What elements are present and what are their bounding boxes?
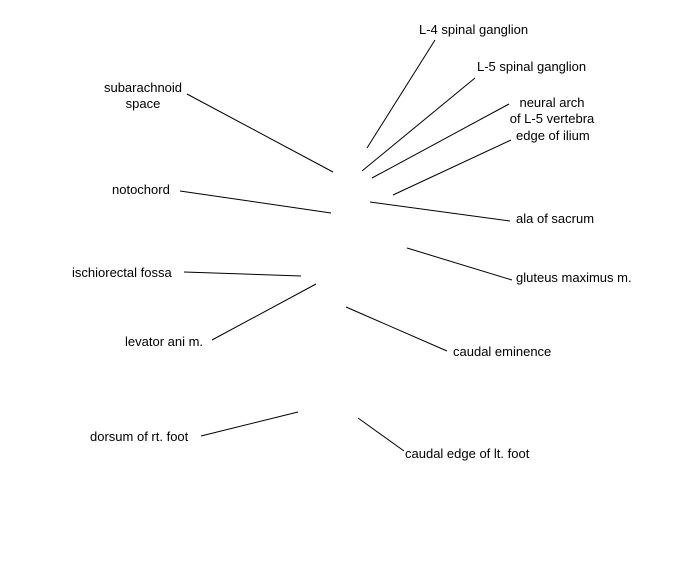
label-subarachnoid-space: subarachnoid space	[103, 80, 183, 111]
leader-l5-spinal-ganglion	[361, 77, 476, 172]
leader-l4-spinal-ganglion	[366, 39, 436, 149]
leader-gluteus-maximus	[406, 247, 513, 281]
leader-levator-ani	[211, 283, 317, 341]
label-notochord: notochord	[112, 182, 170, 197]
leader-ala-of-sacrum	[369, 201, 511, 222]
label-ala-of-sacrum: ala of sacrum	[516, 211, 595, 226]
label-gluteus-maximus: gluteus maximus m.	[516, 270, 632, 285]
leader-edge-of-ilium	[392, 139, 512, 196]
leader-caudal-eminence	[345, 306, 448, 352]
label-edge-of-ilium: edge of ilium	[516, 128, 590, 143]
leader-ischiorectal-fossa	[183, 271, 302, 277]
leader-caudal-edge-lt-foot	[357, 417, 405, 452]
label-caudal-edge-of-lt-foot: caudal edge of lt. foot	[405, 446, 530, 461]
label-dorsum-of-rt-foot: dorsum of rt. foot	[90, 429, 189, 444]
label-l4-spinal-ganglion: L-4 spinal ganglion	[419, 22, 529, 37]
label-neural-arch-l5-vertebra: neural arch of L-5 vertebra	[509, 95, 595, 126]
label-ischiorectal-fossa: ischiorectal fossa	[72, 265, 172, 280]
leader-neural-arch-l5	[371, 103, 510, 179]
leader-dorsum-rt-foot	[200, 411, 299, 437]
leader-subarachnoid-space	[186, 93, 334, 173]
label-caudal-eminence: caudal eminence	[453, 344, 552, 359]
leader-notochord	[179, 190, 332, 214]
label-levator-ani: levator ani m.	[125, 334, 204, 349]
label-l5-spinal-ganglion: L-5 spinal ganglion	[477, 59, 587, 74]
